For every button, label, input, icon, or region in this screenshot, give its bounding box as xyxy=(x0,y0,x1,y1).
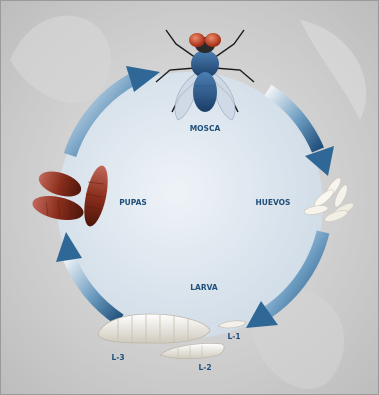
label-larva: LARVA xyxy=(190,283,218,292)
label-huevos: HUEVOS xyxy=(256,198,291,207)
label-l3: L-3 xyxy=(111,353,124,362)
label-pupas: PUPAS xyxy=(119,198,147,207)
label-l1: L-1 xyxy=(227,332,240,341)
label-l2: L-2 xyxy=(198,363,211,372)
label-mosca: MOSCA xyxy=(190,124,221,133)
